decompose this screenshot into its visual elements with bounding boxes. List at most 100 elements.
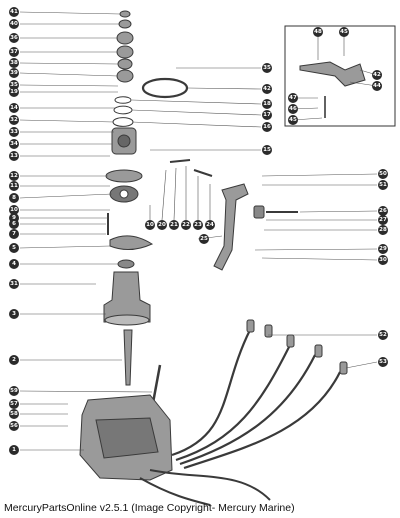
- callout-number: 47: [289, 95, 297, 101]
- callout-marker: [9, 445, 19, 455]
- callout-56: 56: [9, 421, 19, 431]
- callout-number: 10: [146, 222, 154, 228]
- callout-leader: [19, 119, 115, 123]
- callout-35: 35: [9, 80, 19, 90]
- callout-37: 37: [9, 47, 19, 57]
- belt-ring: [141, 77, 189, 99]
- callout-51: 51: [378, 180, 388, 190]
- stack-part: [116, 69, 134, 83]
- callout-number: 53: [379, 359, 387, 365]
- callout-17: 17: [262, 110, 272, 120]
- callout-marker: [9, 47, 19, 57]
- callout-57: 57: [9, 399, 19, 409]
- callout-35: 35: [262, 63, 272, 73]
- callout-number: 4: [12, 261, 16, 267]
- callout-number: 27: [379, 217, 387, 223]
- ignition-wire: [179, 354, 316, 466]
- callout-42: 42: [372, 70, 382, 80]
- callout-38: 38: [9, 58, 19, 68]
- plug-boot: [339, 361, 348, 375]
- callout-marker: [9, 87, 19, 97]
- callout-28: 28: [378, 225, 388, 235]
- callout-number: 7: [12, 231, 16, 237]
- callout-marker: [9, 259, 19, 269]
- callout-number: 56: [10, 423, 18, 429]
- callout-marker: [288, 104, 298, 114]
- callout-number: 16: [263, 124, 271, 130]
- callout-leader: [345, 361, 378, 369]
- callout-marker: [9, 279, 19, 289]
- callout-3: 3: [9, 309, 19, 319]
- callout-leader: [187, 87, 262, 90]
- callout-number: 10: [10, 207, 18, 213]
- callout-18: 18: [262, 99, 272, 109]
- callout-number: 40: [10, 21, 18, 27]
- plug-boot: [246, 319, 255, 333]
- callout-marker: [262, 145, 272, 155]
- callout-41: 41: [9, 7, 19, 17]
- callout-number: 3: [12, 311, 16, 317]
- clamp: [109, 235, 154, 250]
- callout-number: 26: [379, 208, 387, 214]
- callout-19: 19: [9, 87, 19, 97]
- callout-number: 34: [10, 141, 18, 147]
- callout-marker: [199, 234, 209, 244]
- callout-26: 26: [378, 206, 388, 216]
- callout-marker: [9, 103, 19, 113]
- callout-marker: [288, 115, 298, 125]
- callout-leader: [161, 169, 167, 221]
- callout-marker: [205, 220, 215, 230]
- callout-number: 57: [10, 401, 18, 407]
- o-ring: [113, 105, 133, 115]
- stack-part: [116, 45, 134, 59]
- callout-leader: [131, 109, 262, 116]
- callout-number: 5: [12, 245, 16, 251]
- ignition-wire: [171, 329, 251, 457]
- callout-45: 45: [339, 27, 349, 37]
- callout-31: 31: [9, 279, 19, 289]
- callout-58: 58: [9, 409, 19, 419]
- stack-part: [118, 19, 132, 29]
- ignition-wire: [149, 469, 271, 501]
- ignition-wire: [175, 344, 291, 462]
- callout-5: 5: [9, 243, 19, 253]
- callout-marker: [9, 127, 19, 137]
- callout-32: 32: [9, 115, 19, 125]
- callout-marker: [9, 409, 19, 419]
- shaft-housing: [103, 271, 151, 323]
- callout-leader: [299, 210, 378, 213]
- callout-marker: [9, 7, 19, 17]
- callout-number: 6: [12, 221, 16, 227]
- callout-45: 45: [288, 115, 298, 125]
- callout-number: 42: [263, 86, 271, 92]
- callout-number: 38: [10, 60, 18, 66]
- callout-number: 51: [379, 182, 387, 188]
- callout-marker: [378, 244, 388, 254]
- callout-15: 15: [262, 145, 272, 155]
- callout-29: 29: [378, 244, 388, 254]
- callout-number: 1: [12, 447, 16, 453]
- callout-marker: [9, 139, 19, 149]
- callout-42: 42: [262, 84, 272, 94]
- callout-2: 2: [9, 355, 19, 365]
- stack-part: [117, 58, 133, 70]
- plug-boot: [314, 344, 323, 358]
- washer: [117, 259, 135, 269]
- callout-marker: [9, 19, 19, 29]
- callout-number: 21: [170, 222, 178, 228]
- o-ring: [114, 96, 132, 104]
- callout-number: 2: [12, 357, 16, 363]
- callout-number: 50: [379, 171, 387, 177]
- callout-marker: [193, 220, 203, 230]
- lever-arm: [213, 183, 249, 271]
- stack-part: [119, 10, 131, 18]
- callout-marker: [9, 219, 19, 229]
- inset-frame: [284, 25, 396, 127]
- callout-marker: [262, 84, 272, 94]
- callout-leader: [261, 173, 378, 177]
- callout-marker: [9, 243, 19, 253]
- link-rod: [193, 169, 213, 177]
- callout-number: 52: [379, 332, 387, 338]
- callout-number: 48: [314, 29, 322, 35]
- callout-marker: [378, 215, 388, 225]
